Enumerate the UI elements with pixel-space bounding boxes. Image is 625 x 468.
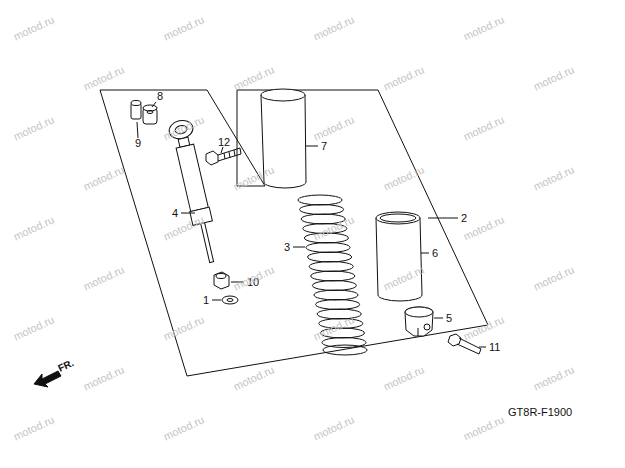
watermark: motod.ru	[81, 63, 125, 92]
watermark: motod.ru	[161, 413, 205, 442]
watermark: motod.ru	[461, 13, 505, 42]
leader-line	[137, 102, 486, 347]
watermark: motod.ru	[381, 63, 425, 92]
watermark: motod.ru	[11, 113, 55, 142]
watermark: motod.ru	[531, 263, 575, 292]
bolt	[206, 148, 241, 165]
watermark: motod.ru	[161, 213, 205, 242]
bushing	[131, 101, 157, 125]
watermark: motod.ru	[11, 413, 55, 442]
callout-number: 5	[446, 312, 452, 324]
watermark: motod.ru	[461, 113, 505, 142]
callout-number: 9	[135, 137, 141, 149]
spring-guide	[376, 212, 422, 301]
front-arrow	[34, 371, 61, 387]
watermark: motod.ru	[11, 13, 55, 42]
coil-spring	[298, 195, 367, 355]
shock-absorber	[167, 118, 223, 265]
watermark: motod.ru	[311, 213, 355, 242]
watermark: motod.ru	[461, 413, 505, 442]
watermark: motod.ru	[11, 313, 55, 342]
callout-number: 6	[432, 247, 438, 259]
callout-number: 3	[284, 241, 290, 253]
callout-number: 8	[157, 90, 163, 102]
watermark: motod.ru	[81, 263, 125, 292]
callout-number: 12	[218, 136, 230, 148]
callout-number: 11	[489, 341, 500, 353]
watermark: motod.ru	[461, 313, 505, 342]
callout-number: 2	[461, 212, 467, 224]
watermark: motod.ru	[461, 213, 505, 242]
direction-label: FR.	[56, 357, 76, 375]
callout-number: 4	[172, 207, 178, 219]
watermark: motod.ru	[231, 63, 275, 92]
diagram-code: GT8R-F1900	[508, 406, 572, 418]
watermark: motod.ru	[81, 363, 125, 392]
lower-bracket	[405, 307, 433, 336]
watermark: motod.ru	[161, 13, 205, 42]
callout-number: 1	[203, 294, 209, 306]
watermark: motod.ru	[311, 113, 355, 142]
watermark: motod.ru	[531, 363, 575, 392]
watermark: motod.ru	[231, 263, 275, 292]
watermark: motod.ru	[311, 13, 355, 42]
watermark: motod.ru	[381, 363, 425, 392]
watermark: motod.ru	[161, 313, 205, 342]
watermark: motod.ru	[311, 413, 355, 442]
callout-number: 7	[321, 140, 327, 152]
watermark: motod.ru	[11, 213, 55, 242]
watermark: motod.ru	[531, 63, 575, 92]
group-outline	[100, 90, 488, 376]
watermark: motod.ru	[531, 163, 575, 192]
watermark: motod.ru	[81, 163, 125, 192]
